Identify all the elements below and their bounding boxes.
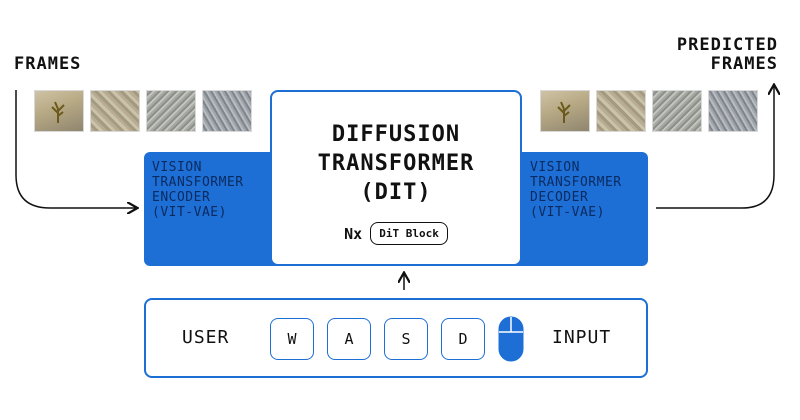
decoder-line1: VISION (530, 160, 580, 175)
plant-icon (557, 101, 571, 123)
encoder-line2: TRANSFORMER (152, 175, 244, 190)
frame-thumbnail (596, 90, 646, 132)
frame-thumbnail (708, 90, 758, 132)
decoder-line2: TRANSFORMER (530, 175, 622, 190)
dit-box: DIFFUSION TRANSFORMER (DIT) Nx DiT Block (270, 90, 522, 266)
predicted-label-line2: FRAMES (710, 54, 778, 74)
frames-label: FRAMES (14, 54, 82, 74)
key-s: S (384, 318, 428, 360)
dit-block-pill: DiT Block (370, 222, 448, 245)
encoder-line3: ENCODER (152, 190, 211, 205)
key-d: D (441, 318, 485, 360)
input-frames (34, 90, 252, 132)
frame-thumbnail (202, 90, 252, 132)
decoder-line4: (VIT-VAE) (530, 205, 605, 220)
frames-to-encoder-arrow (15, 90, 136, 208)
frame-thumbnail (34, 90, 84, 132)
user-label: USER (182, 327, 230, 348)
dit-title: DIFFUSION TRANSFORMER (DIT) (272, 120, 520, 207)
key-w: W (270, 318, 314, 360)
plant-icon (51, 101, 65, 123)
dit-title-line3: (DIT) (360, 180, 432, 205)
frame-thumbnail (540, 90, 590, 132)
frame-thumbnail (652, 90, 702, 132)
predicted-frames-label: PREDICTED FRAMES (677, 36, 778, 74)
mouse-icon (498, 316, 524, 362)
predicted-label-line1: PREDICTED (676, 35, 778, 55)
dit-title-line2: TRANSFORMER (317, 151, 475, 176)
encoder-line4: (VIT-VAE) (152, 205, 227, 220)
repeat-label: Nx (344, 224, 363, 243)
frame-thumbnail (146, 90, 196, 132)
dit-title-line1: DIFFUSION (331, 122, 461, 147)
dit-block-row: Nx DiT Block (272, 222, 520, 245)
frame-thumbnail (90, 90, 140, 132)
encoder-label: VISION TRANSFORMER ENCODER (VIT-VAE) (152, 160, 244, 220)
user-input-box: USER W A S D INPUT (144, 298, 648, 378)
decoder-label: VISION TRANSFORMER DECODER (VIT-VAE) (530, 160, 622, 220)
predicted-frames (540, 90, 758, 132)
decoder-line3: DECODER (530, 190, 589, 205)
decoder-to-predicted-arrow (656, 86, 774, 209)
input-label: INPUT (552, 327, 612, 348)
encoder-line1: VISION (152, 160, 202, 175)
key-a: A (327, 318, 371, 360)
